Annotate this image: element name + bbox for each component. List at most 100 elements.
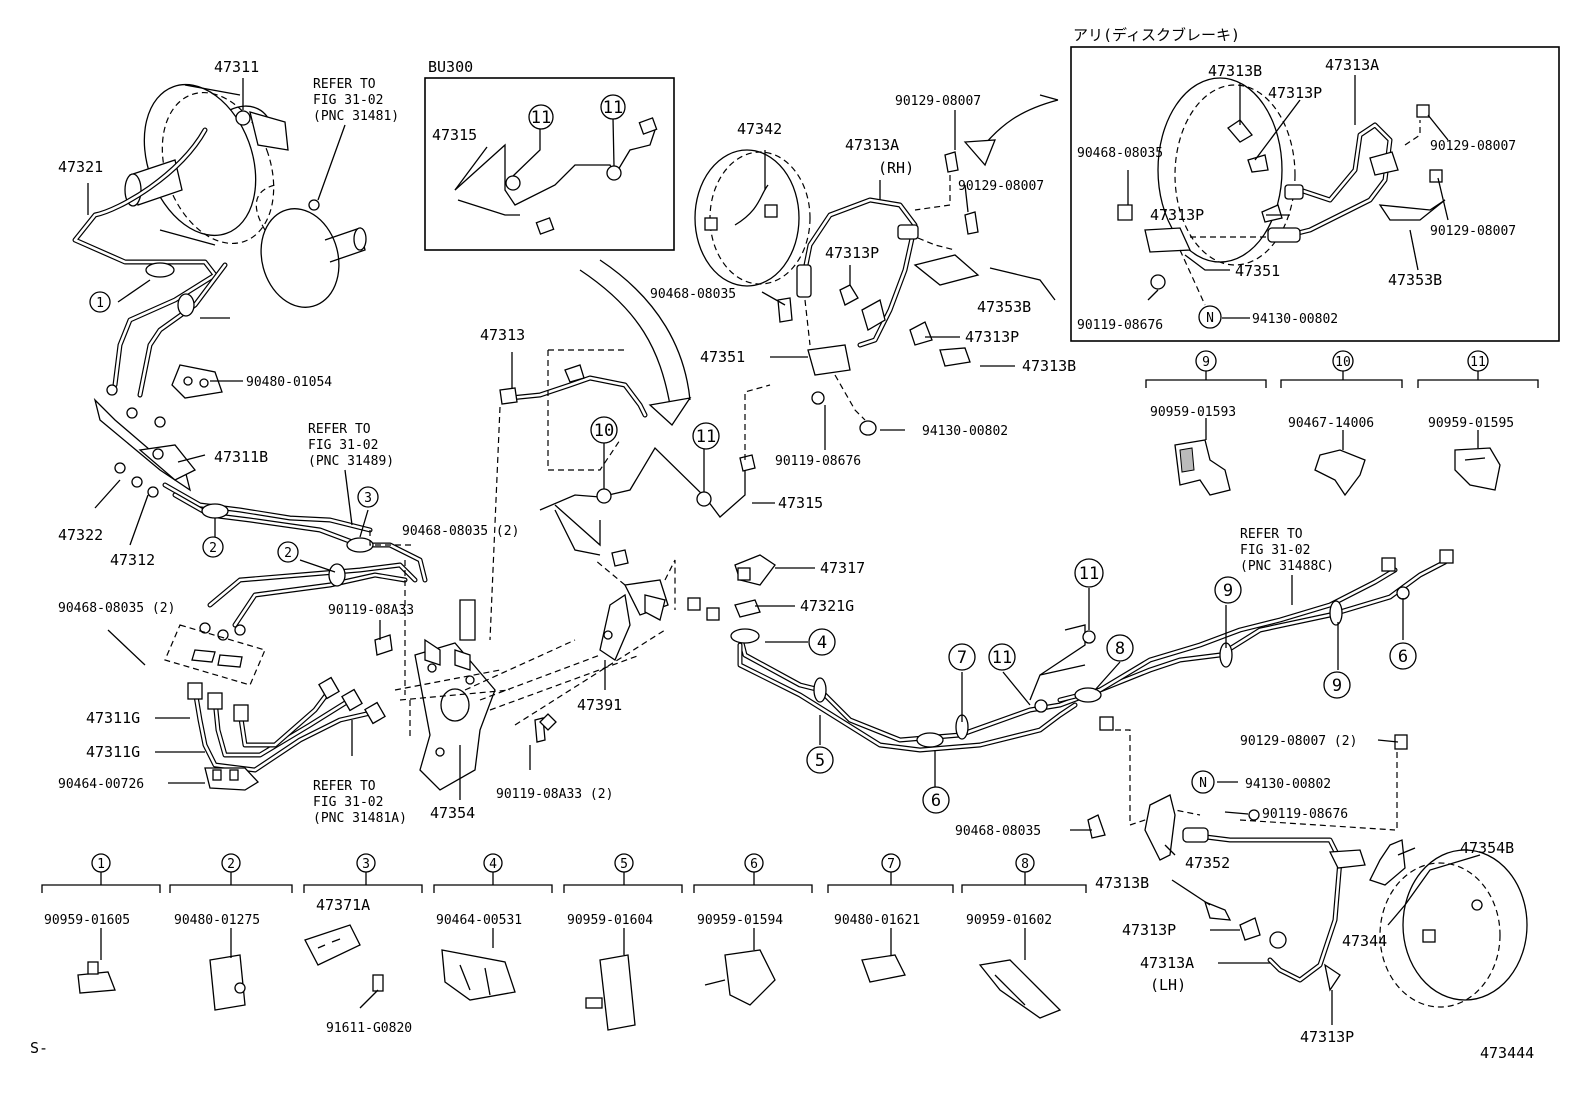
- refer-note-2-line3: (PNC 31489): [308, 454, 394, 469]
- inset-label-90468-08035: 90468-08035: [1077, 146, 1163, 161]
- label-47313A-rh: 47313A: [845, 136, 899, 154]
- label-90464-00726: 90464-00726: [58, 777, 144, 792]
- label-90129-08007-2: 90129-08007 (2): [1240, 734, 1357, 749]
- clip-part-5: 90959-01604: [567, 913, 653, 928]
- label-47354: 47354: [430, 804, 475, 822]
- inset-title-bu300: BU300: [428, 58, 473, 76]
- label-47342: 47342: [737, 120, 782, 138]
- label-47371A: 47371A: [316, 896, 370, 914]
- lines-to-junction: [162, 482, 428, 686]
- bracket-47391: [594, 559, 676, 661]
- clip-part-4: 90464-00531: [436, 913, 522, 928]
- key-2-b: 2: [284, 546, 292, 561]
- refer-notes: REFER TO FIG 31-02 (PNC 31481) REFER TO …: [308, 77, 1334, 826]
- figure-number: 473444: [1480, 1044, 1534, 1062]
- clip-part-2: 90480-01275: [174, 913, 260, 928]
- flow-arrow-right: [963, 99, 1059, 167]
- label-90119-08A33: 90119-08A33: [328, 603, 414, 618]
- rear-brake-line: [730, 549, 1454, 753]
- label-47313P-d: 47313P: [1300, 1028, 1354, 1046]
- inset-label-94130-00802: 94130-00802: [1252, 312, 1338, 327]
- clip-key-2: 2: [227, 857, 235, 872]
- label-94130-00802-a: 94130-00802: [922, 424, 1008, 439]
- clip-part-9: 90959-01593: [1150, 405, 1236, 420]
- refer-note-1-line1: REFER TO: [313, 77, 376, 92]
- refer-note-1-line2: FIG 31-02: [313, 93, 383, 108]
- inset-label-90129-08007-b: 90129-08007: [1430, 224, 1516, 239]
- clip-key-1: 1: [97, 857, 105, 872]
- clip-part-1: 90959-01605: [44, 913, 130, 928]
- center-junction-line: [539, 384, 771, 567]
- key-n: N: [1199, 776, 1207, 791]
- label-47313: 47313: [480, 326, 525, 344]
- clip-key-3: 3: [362, 857, 370, 872]
- label-47313B-b: 47313B: [1095, 874, 1149, 892]
- part-labels: 47311 47321 90480-01054 47311B 47322 473…: [30, 26, 1534, 1062]
- front-line-47313: [499, 349, 648, 471]
- label-47313P-c: 47313P: [1122, 921, 1176, 939]
- key-2-a: 2: [209, 541, 217, 556]
- label-47344: 47344: [1342, 932, 1387, 950]
- label-47312: 47312: [110, 551, 155, 569]
- key-4: 4: [817, 633, 827, 653]
- key-11-b: 11: [992, 648, 1012, 668]
- clip-key-7: 7: [887, 857, 895, 872]
- label-47321: 47321: [58, 158, 103, 176]
- refer-note-3-line3: (PNC 31481A): [313, 811, 407, 826]
- fitting-group-left: [93, 364, 223, 498]
- inset-label-90119-08676: 90119-08676: [1077, 318, 1163, 333]
- label-47317: 47317: [820, 559, 865, 577]
- key-9-a: 9: [1223, 581, 1233, 601]
- key-11-inset-a: 11: [531, 108, 551, 128]
- disc-brake-inset: [1070, 46, 1560, 342]
- inset-label-47353B: 47353B: [1388, 271, 1442, 289]
- clip-part-6: 90959-01594: [697, 913, 783, 928]
- key-11-c: 11: [1079, 564, 1099, 584]
- key-7: 7: [957, 648, 967, 668]
- label-90468-08035-a: 90468-08035: [650, 287, 736, 302]
- label-rh: (RH): [878, 159, 914, 177]
- clip-key-4: 4: [489, 857, 497, 872]
- key-3: 3: [364, 491, 372, 506]
- clip-table-right: 9 10 11 90959-01593 90467-14006 90959-01…: [1150, 355, 1514, 431]
- label-90480-01054: 90480-01054: [246, 375, 332, 390]
- label-47313P-a: 47313P: [825, 244, 879, 262]
- key-9-b: 9: [1332, 676, 1342, 696]
- label-47322: 47322: [58, 526, 103, 544]
- fittings-47317-47321G: [687, 554, 776, 621]
- inset-label-47313B: 47313B: [1208, 62, 1262, 80]
- inset-label-47313P-b: 47313P: [1150, 206, 1204, 224]
- clip-table-bottom: 1 2 3 4 5 6 7 8 90959-01605 90480-01275 …: [44, 857, 1052, 928]
- label-90119-08676-a: 90119-08676: [775, 454, 861, 469]
- key-6-b: 6: [1398, 647, 1408, 667]
- label-47313B-a: 47313B: [1022, 357, 1076, 375]
- clip-part-11: 90959-01595: [1428, 416, 1514, 431]
- label-47311G-b: 47311G: [86, 743, 140, 761]
- label-90129-08007-b: 90129-08007: [958, 179, 1044, 194]
- label-47352: 47352: [1185, 854, 1230, 872]
- key-circles: [89, 291, 1489, 873]
- label-90468-08035-2b: 90468-08035 (2): [58, 601, 175, 616]
- clip-drawings-bottom: [77, 924, 1062, 1031]
- label-47315-inset: 47315: [432, 126, 477, 144]
- clip-part-7: 90480-01621: [834, 913, 920, 928]
- inset-title-disc-brake: アリ(ディスクブレーキ): [1073, 26, 1240, 44]
- label-47354B: 47354B: [1460, 839, 1514, 857]
- label-47321G: 47321G: [800, 597, 854, 615]
- clip-key-5: 5: [620, 857, 628, 872]
- label-90468-08035-b: 90468-08035: [955, 824, 1041, 839]
- key-11-inset-b: 11: [603, 98, 623, 118]
- key-5: 5: [815, 751, 825, 771]
- label-47313P-b: 47313P: [965, 328, 1019, 346]
- key-8: 8: [1115, 639, 1125, 659]
- label-47313A-lh: 47313A: [1140, 954, 1194, 972]
- label-47311B: 47311B: [214, 448, 268, 466]
- bu300-inset: [424, 77, 675, 251]
- label-94130-00802-b: 94130-00802: [1245, 777, 1331, 792]
- label-91611-G0820: 91611-G0820: [326, 1021, 412, 1036]
- refer-note-1-line3: (PNC 31481): [313, 109, 399, 124]
- label-90468-08035-2a: 90468-08035 (2): [402, 524, 519, 539]
- label-90119-08676-b: 90119-08676: [1262, 807, 1348, 822]
- label-90119-08A33-2: 90119-08A33 (2): [496, 787, 613, 802]
